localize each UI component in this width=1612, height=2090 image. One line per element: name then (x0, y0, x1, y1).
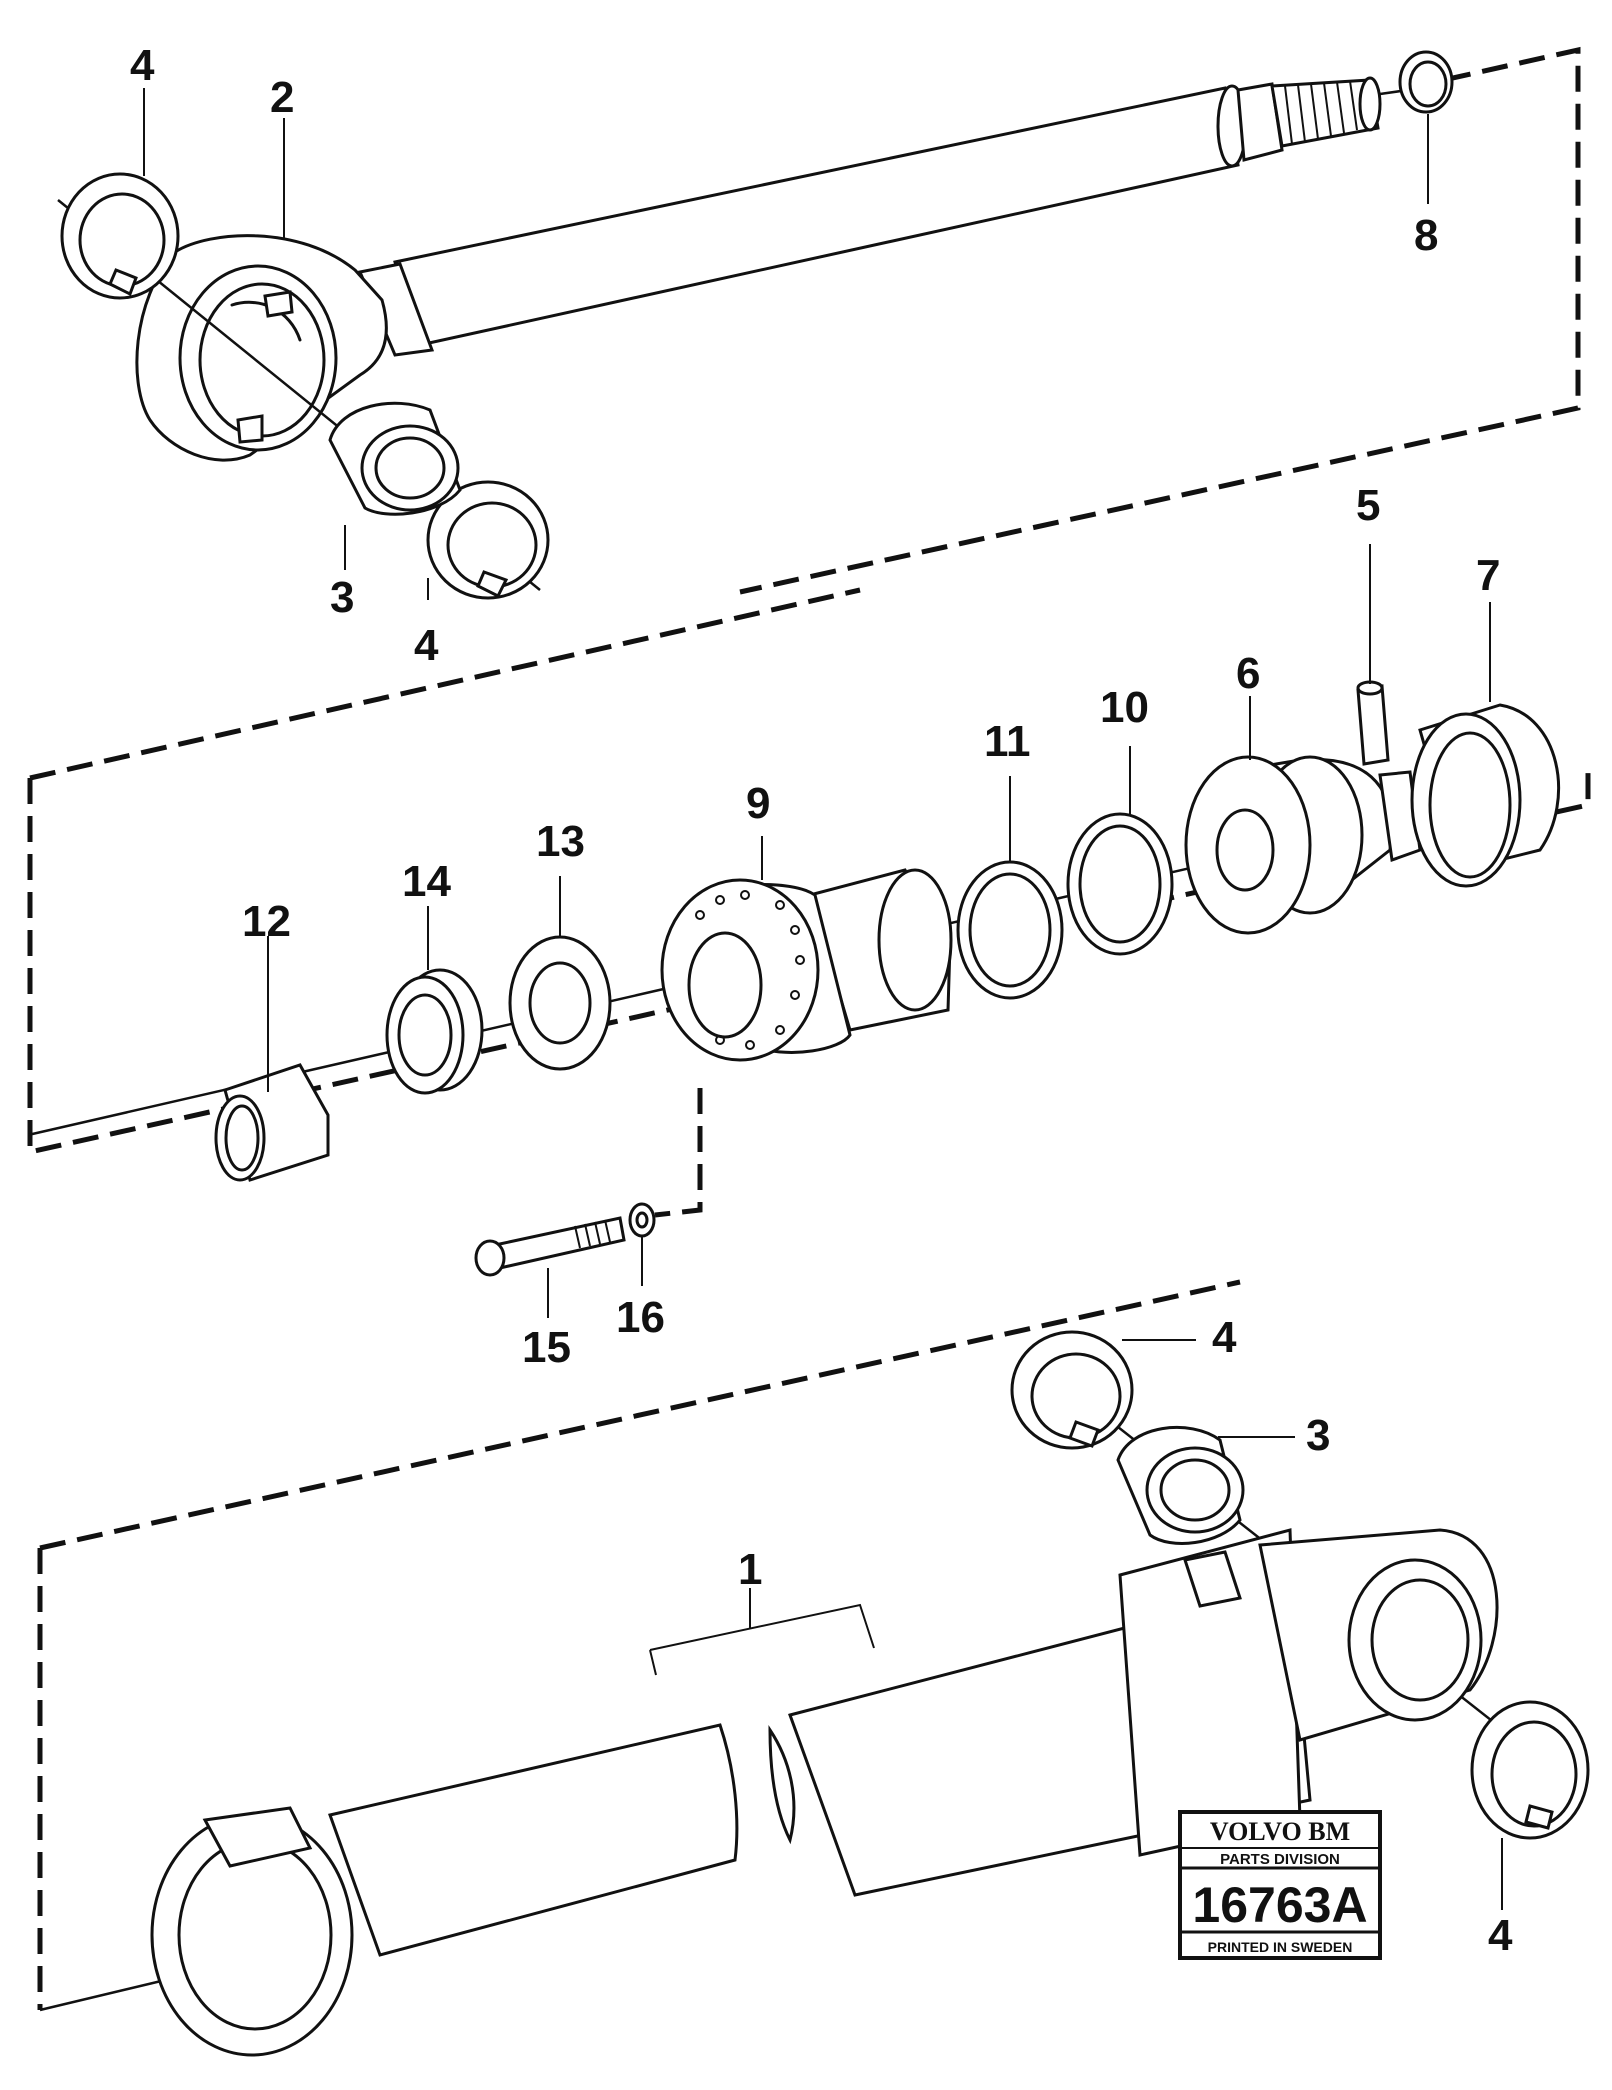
callout-3-top: 3 (330, 573, 354, 622)
callout-13: 13 (536, 817, 585, 866)
screw-15 (474, 1216, 626, 1277)
callout-4-bottom-right: 4 (1488, 1911, 1513, 1960)
stamp-brand: VOLVO BM (1210, 1817, 1350, 1846)
callout-11: 11 (984, 717, 1031, 766)
callout-9: 9 (746, 779, 770, 828)
group-outline-cylinder-tube (37, 1279, 1241, 2010)
callout-4-top-left: 4 (130, 41, 155, 90)
o-ring-8 (1398, 50, 1454, 114)
bushing-bottom (1116, 1426, 1245, 1545)
parts-stamp: VOLVO BM PARTS DIVISION 16763A PRINTED I… (1178, 1810, 1382, 1960)
callout-6: 6 (1236, 649, 1260, 698)
cylinder-head-9 (660, 868, 953, 1062)
callout-4-bottom-top: 4 (1212, 1313, 1237, 1362)
seal-10 (1066, 812, 1174, 956)
seal-ring-13 (508, 935, 612, 1071)
group-outline-cylinder-head (27, 587, 1591, 1218)
callout-4-top-mid: 4 (414, 621, 439, 670)
wiper-ring-14 (385, 968, 484, 1095)
stamp-printed: PRINTED IN SWEDEN (1208, 1939, 1353, 1955)
piston-rod-with-eye (135, 76, 1382, 462)
stamp-number: 16763A (1192, 1877, 1367, 1933)
retaining-ring-top-left (60, 172, 180, 300)
group-outline-piston-rod (739, 46, 1581, 595)
piston-seal-7 (1410, 703, 1561, 888)
callout-14: 14 (402, 857, 451, 906)
callout-labels: 4 2 8 3 4 5 7 6 10 11 9 13 14 12 15 16 4… (130, 41, 1513, 1960)
callout-5: 5 (1356, 481, 1380, 530)
piston-6 (1184, 755, 1422, 935)
callout-10: 10 (1100, 683, 1149, 732)
stamp-division: PARTS DIVISION (1220, 1851, 1340, 1868)
callout-15: 15 (522, 1323, 571, 1372)
retaining-ring-top-mid (426, 480, 550, 600)
callout-3-bottom: 3 (1306, 1411, 1330, 1460)
callout-12: 12 (242, 897, 291, 946)
washer-16 (628, 1202, 656, 1238)
callout-16: 16 (616, 1293, 665, 1342)
retaining-ring-bottom-right (1470, 1700, 1590, 1840)
callout-7: 7 (1476, 551, 1500, 600)
pin-5 (1356, 680, 1390, 766)
bushing-12 (214, 1063, 330, 1182)
callout-8: 8 (1414, 211, 1438, 260)
seal-11 (956, 860, 1064, 1000)
callout-1: 1 (738, 1545, 762, 1594)
cylinder-tube-1 (150, 1528, 1499, 2057)
retaining-ring-bottom-top (1010, 1330, 1134, 1450)
bushing-top (328, 401, 462, 516)
leader-lines (143, 88, 1503, 1910)
callout-2: 2 (270, 73, 294, 122)
